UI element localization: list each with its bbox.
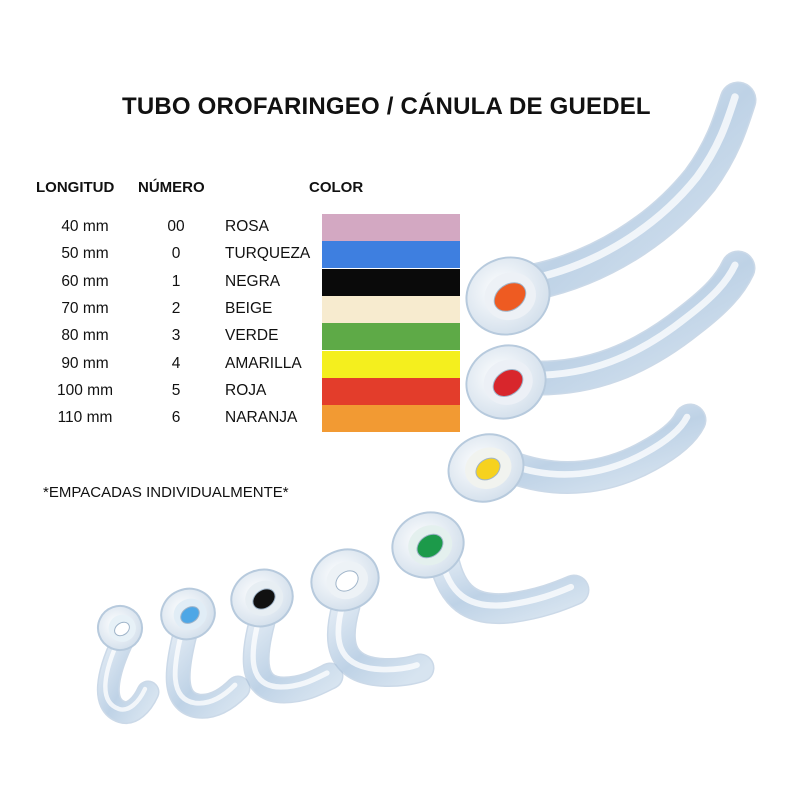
number-cell: 4: [171, 354, 181, 372]
length-cell: 70 mm: [61, 299, 109, 317]
color-name-cell: AMARILLA: [225, 354, 302, 372]
color-swatch: [322, 350, 460, 378]
airway-tube: [430, 546, 588, 623]
oropharyngeal-airway: [160, 587, 251, 719]
table-row: 50 mm 0 TURQUEZA: [0, 241, 470, 269]
airway-tube-highlight: [103, 636, 148, 712]
oropharyngeal-airway: [465, 250, 756, 420]
oropharyngeal-airway: [96, 605, 160, 724]
bite-block: [252, 588, 276, 610]
number-cell: 5: [171, 381, 181, 399]
color-name-cell: NEGRA: [225, 272, 281, 290]
bite-block: [114, 621, 130, 637]
table-row: 80 mm 3 VERDE: [0, 323, 470, 351]
header-number: NÚMERO: [138, 179, 205, 196]
color-name-cell: ROSA: [225, 218, 269, 235]
oropharyngeal-airway: [447, 403, 707, 503]
table-row: 110 mm 6 NARANJA: [0, 405, 470, 433]
color-swatch: [322, 323, 460, 351]
number-cell: 1: [171, 272, 181, 290]
color-swatch: [322, 377, 460, 405]
bite-block: [416, 533, 444, 559]
color-swatch: [322, 295, 460, 323]
airway-tube-highlight: [527, 93, 739, 283]
color-swatch: [322, 214, 460, 241]
bite-block: [493, 282, 527, 312]
table-row: 90 mm 4 AMARILLA: [0, 350, 470, 378]
packaging-note: *EMPACADAS INDIVIDUALMENTE*: [43, 484, 289, 501]
number-cell: 0: [171, 245, 181, 263]
oropharyngeal-airway: [391, 511, 590, 625]
number-cell: 6: [171, 409, 181, 427]
airway-tube-highlight: [501, 413, 691, 478]
bite-block: [335, 570, 359, 592]
bite-block: [180, 606, 200, 624]
oropharyngeal-airway: [230, 568, 344, 704]
airway-tube: [244, 610, 342, 703]
airway-tube-highlight: [250, 616, 330, 690]
airway-tube-highlight: [172, 628, 238, 706]
color-name-cell: VERDE: [225, 327, 279, 345]
header-length: LONGITUD: [36, 179, 115, 196]
color-name-cell: ROJA: [225, 381, 267, 399]
number-cell: 00: [167, 218, 185, 235]
airway-tube-highlight: [437, 553, 575, 609]
color-name-cell: TURQUEZA: [225, 245, 311, 263]
header-color: COLOR: [309, 179, 364, 196]
airway-tube: [517, 83, 755, 299]
color-swatch: [322, 405, 460, 433]
airway-tube-highlight: [335, 600, 420, 673]
length-cell: 80 mm: [61, 327, 109, 345]
length-cell: 50 mm: [61, 245, 109, 263]
table-row: 100 mm 5 ROJA: [0, 377, 470, 405]
bite-block: [492, 369, 524, 397]
page-title: TUBO OROFARINGEO / CÁNULA DE GUEDEL: [122, 93, 651, 120]
length-cell: 100 mm: [57, 381, 113, 399]
color-swatch: [322, 241, 460, 269]
airway-tube: [98, 632, 158, 723]
length-cell: 40 mm: [61, 218, 109, 235]
table-row: 60 mm 1 NEGRA: [0, 268, 470, 296]
color-name-cell: NARANJA: [225, 409, 298, 427]
number-cell: 2: [171, 299, 181, 317]
bite-block: [475, 457, 501, 481]
airway-tube-highlight: [523, 261, 739, 379]
color-swatch: [322, 268, 460, 296]
oropharyngeal-airway: [310, 548, 435, 687]
number-cell: 3: [171, 327, 181, 345]
length-cell: 90 mm: [61, 354, 109, 372]
airway-tube: [167, 623, 249, 718]
table-row: 40 mm 00 ROSA: [0, 214, 470, 241]
length-cell: 60 mm: [61, 272, 109, 290]
color-name-cell: BEIGE: [225, 299, 273, 317]
length-cell: 110 mm: [57, 409, 113, 427]
table-row: 70 mm 2 BEIGE: [0, 295, 470, 323]
oropharyngeal-airway: [465, 81, 757, 336]
